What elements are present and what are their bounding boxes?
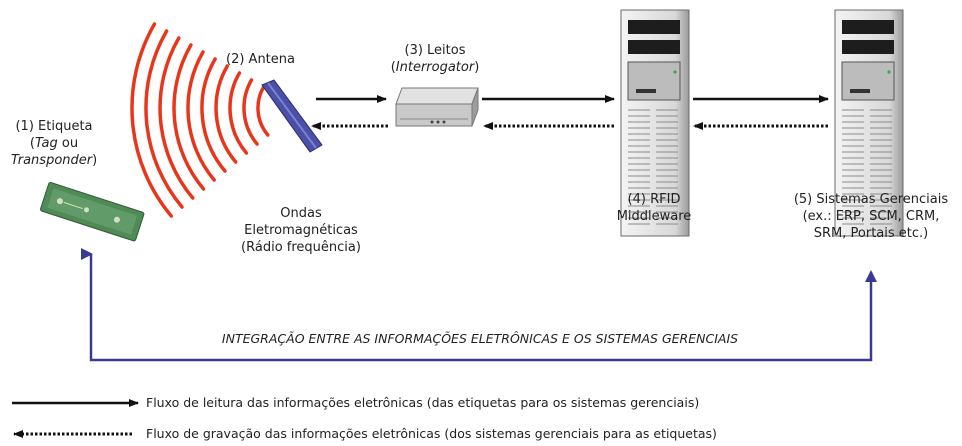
systems-label-line3: SRM, Portais etc.) bbox=[813, 226, 929, 241]
radio-wave-arc bbox=[158, 36, 195, 200]
tag-label: (1) Etiqueta (Tag ou Transponder) bbox=[4, 118, 104, 169]
reader-label-line2: (Interrogator) bbox=[380, 59, 490, 76]
tag-ou: ou bbox=[57, 136, 79, 151]
systems-label: (5) Sistemas Gerenciais (ex.: ERP, SCM, … bbox=[786, 191, 956, 242]
interrogator-word: Interrogator bbox=[395, 60, 475, 75]
reader-label-line1: (3) Leitos bbox=[404, 43, 466, 58]
radio-wave-arc bbox=[256, 85, 270, 137]
tag-word: Tag bbox=[34, 136, 58, 151]
radio-wave-arc bbox=[228, 71, 249, 155]
waves-label: Ondas Eletromagnéticas (Rádio frequência… bbox=[236, 205, 366, 256]
integration-arrow bbox=[81, 248, 873, 362]
systems-label-line1: (5) Sistemas Gerenciais bbox=[793, 192, 949, 207]
integration-arrow-start-head bbox=[865, 270, 877, 282]
legend-read-text: Fluxo de leitura das informações eletrôn… bbox=[146, 395, 700, 410]
waves-label-line2: Eletromagnéticas bbox=[244, 223, 358, 238]
tag-label-line3: Transponder) bbox=[4, 152, 104, 169]
radio-wave-arc bbox=[186, 50, 216, 182]
reader-device-image bbox=[395, 87, 479, 127]
radio-waves bbox=[130, 22, 270, 218]
waves-label-line3: (Rádio frequência) bbox=[241, 240, 361, 255]
radio-wave-arc bbox=[242, 78, 259, 146]
middleware-label: (4) RFID Middleware bbox=[604, 191, 704, 225]
radio-wave-arc bbox=[172, 43, 206, 191]
radio-wave-arc bbox=[200, 57, 227, 173]
reader-label: (3) Leitos (Interrogator) bbox=[380, 42, 490, 76]
radio-wave-arc bbox=[130, 22, 174, 218]
transponder-word: Transponder bbox=[10, 153, 93, 168]
waves-label-line1: Ondas bbox=[280, 206, 322, 221]
reader-close-paren: ) bbox=[474, 60, 480, 75]
middleware-label-line2: Middleware bbox=[616, 209, 692, 224]
legend-write-text: Fluxo de gravação das informações eletrô… bbox=[146, 426, 717, 441]
radio-wave-arc bbox=[214, 64, 238, 164]
middleware-server-image bbox=[620, 9, 690, 237]
tag-label-line2: (Tag ou bbox=[4, 135, 104, 152]
antenna-image bbox=[261, 79, 323, 153]
tag-label-line1: (1) Etiqueta bbox=[15, 119, 93, 134]
integration-text: INTEGRAÇÃO ENTRE AS INFORMAÇÕES ELETRÔNI… bbox=[221, 331, 739, 346]
middleware-label-line1: (4) RFID bbox=[627, 192, 681, 207]
reader-open-paren: ( bbox=[390, 60, 396, 75]
systems-label-line2: (ex.: ERP, SCM, CRM, bbox=[802, 209, 940, 224]
tag-open-paren: ( bbox=[29, 136, 35, 151]
rfid-tag-image bbox=[40, 181, 145, 242]
tag-close-paren: ) bbox=[92, 153, 98, 168]
radio-wave-arc bbox=[144, 29, 184, 209]
management-server-image bbox=[834, 9, 904, 237]
antenna-label: (2) Antena bbox=[226, 52, 295, 67]
